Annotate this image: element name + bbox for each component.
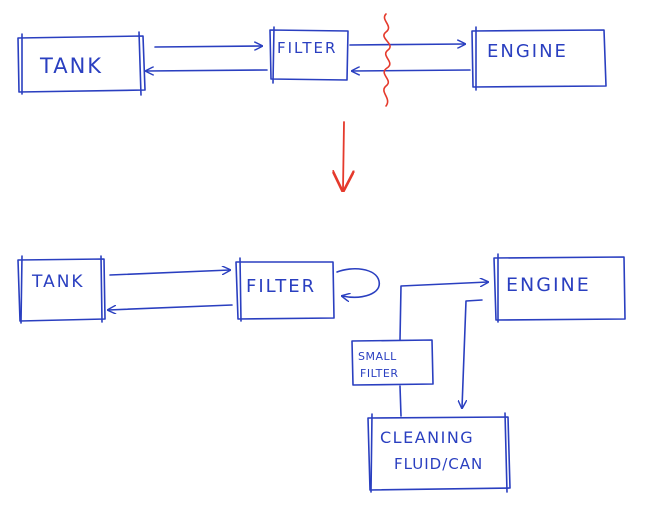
arrow-small-filter-to-engine: [399, 282, 488, 341]
bottom-engine-label: ENGINE: [506, 274, 591, 296]
small-filter-box: [351, 339, 434, 386]
cleaning-fluid-label-line2: FLUID/CAN: [394, 455, 483, 473]
bottom-diagram: [17, 253, 626, 493]
top-filter-label: FILTER: [277, 39, 337, 57]
small-filter-label-line2: FILTER: [360, 367, 399, 380]
bottom-tank-box: [17, 255, 106, 324]
cleaning-fluid-label-line1: CLEANING: [380, 428, 474, 447]
arrow-filter-to-tank: [146, 70, 268, 71]
filter-recirculation-loop: [336, 267, 380, 297]
transition-arrow: [343, 121, 344, 190]
arrow-filter-to-engine: [349, 44, 465, 45]
cleaning-fluid-box: [367, 412, 511, 493]
top-tank-box: [17, 31, 146, 96]
bottom-filter-box: [235, 257, 335, 322]
arrow-engine-to-cleaning: [462, 299, 483, 408]
arrow-tank-to-filter: [154, 46, 262, 47]
bottom-engine-box: [493, 253, 626, 323]
break-line: [383, 13, 391, 107]
bottom-tank-label: TANK: [31, 272, 85, 292]
arrow-engine-to-filter: [352, 70, 471, 71]
top-tank-label: TANK: [39, 54, 103, 78]
arrow-b-tank-to-filter: [109, 270, 230, 276]
top-engine-box: [471, 26, 607, 91]
line-small-filter-to-cleaning: [399, 385, 402, 417]
top-filter-box: [269, 26, 349, 84]
small-filter-label-line1: SMALL: [358, 350, 397, 363]
top-diagram: [17, 26, 607, 96]
top-engine-label: ENGINE: [487, 41, 568, 62]
arrow-b-filter-to-tank: [108, 304, 233, 310]
bottom-filter-label: FILTER: [246, 276, 316, 297]
